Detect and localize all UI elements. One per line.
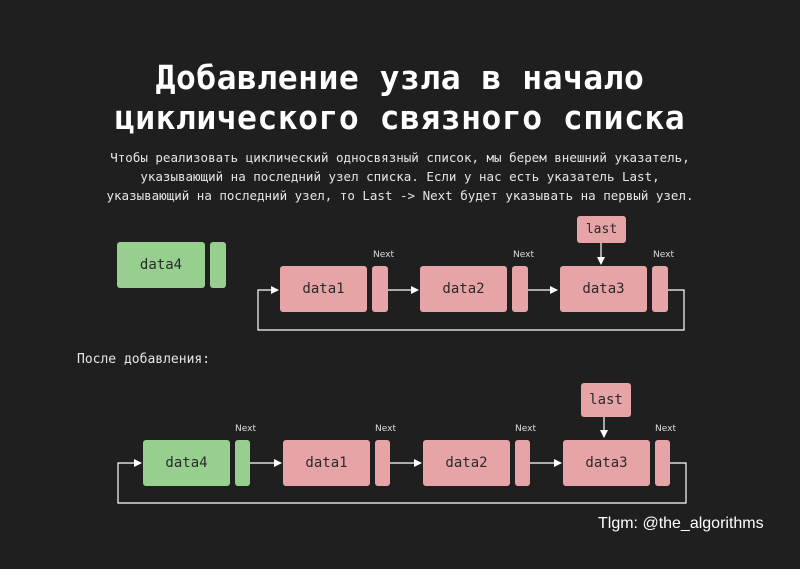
before-last-pointer: last	[577, 216, 626, 243]
before-new-node: data4	[117, 242, 205, 288]
after-next-label-4: Next	[655, 424, 676, 434]
description-line-2: указывающий на последний узел списка. Ес…	[140, 169, 660, 184]
before-next-label-2: Next	[513, 250, 534, 260]
after-node-3-pointer	[655, 440, 670, 486]
after-next-label-1: Next	[235, 424, 256, 434]
before-node-3: data3	[560, 266, 647, 312]
after-node-2-pointer	[515, 440, 530, 486]
after-node-3: data3	[563, 440, 650, 486]
description-line-3: указывающий на последний узел, то Last -…	[106, 188, 694, 203]
description: Чтобы реализовать циклический односвязны…	[60, 148, 740, 205]
title-line-2: циклического связного списка	[114, 98, 686, 137]
after-node-2: data2	[423, 440, 510, 486]
after-circular-link	[117, 459, 687, 504]
after-last-pointer: last	[581, 383, 631, 417]
after-next-label-2: Next	[375, 424, 396, 434]
after-node-new: data4	[143, 440, 230, 486]
before-next-label-1: Next	[373, 250, 394, 260]
title-line-1: Добавление узла в начало	[155, 58, 645, 97]
before-new-node-pointer	[210, 242, 226, 288]
before-node-1-pointer	[372, 266, 388, 312]
before-circular-link	[257, 286, 685, 331]
after-node-1-pointer	[375, 440, 390, 486]
after-section-label: После добавления:	[77, 352, 211, 367]
after-node-new-pointer	[235, 440, 250, 486]
description-line-1: Чтобы реализовать циклический односвязны…	[110, 150, 690, 165]
before-node-2-pointer	[512, 266, 528, 312]
after-next-label-3: Next	[515, 424, 536, 434]
after-node-1: data1	[283, 440, 370, 486]
before-node-2: data2	[420, 266, 507, 312]
before-node-1: data1	[280, 266, 367, 312]
credit-text: Tlgm: @the_algorithms	[598, 515, 764, 532]
before-node-3-pointer	[652, 266, 668, 312]
page-title: Добавление узла в начало циклического св…	[0, 58, 800, 138]
before-next-label-3: Next	[653, 250, 674, 260]
